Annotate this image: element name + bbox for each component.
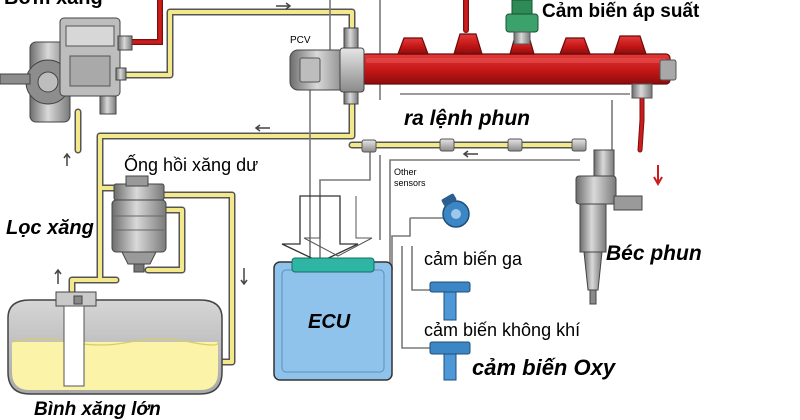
fuel-injector-icon <box>575 149 643 305</box>
filter-label: Lọc xăng <box>6 217 94 239</box>
fuel-filter-icon <box>111 175 167 273</box>
high-pressure-lines <box>127 0 645 181</box>
pressure-sensor-label: Cảm biến áp suất <box>542 1 700 22</box>
air-sensor-label: cảm biến không khí <box>424 320 581 340</box>
oxygen-sensor-icon <box>429 341 471 381</box>
other-sensors-label-line2: sensors <box>394 178 426 188</box>
ecu-label: ECU <box>308 311 351 333</box>
pcv-label: PCV <box>290 35 311 46</box>
high-pressure-pump-icon <box>0 17 133 123</box>
throttle-sensor-icon <box>441 193 470 228</box>
return-fuel-label: Ống hồi xăng dư <box>124 155 259 175</box>
injector-label: Béc phun <box>606 242 702 265</box>
flow-arrow-up-icon <box>54 268 62 284</box>
flow-arrow-left-icon <box>462 150 478 158</box>
flow-arrow-down-icon <box>653 165 663 187</box>
air-sensor-icon <box>429 281 471 321</box>
throttle-sensor-label: cảm biến ga <box>424 249 523 269</box>
pressure-sensor-icon <box>505 0 539 45</box>
flow-arrow-down-icon <box>240 268 248 286</box>
flow-arrow-left-icon <box>254 124 270 132</box>
flow-arrow-right-icon <box>276 2 292 10</box>
flow-arrow-up-icon <box>63 152 71 166</box>
ecu-icon <box>273 195 393 381</box>
injection-command-label: ra lệnh phun <box>404 107 530 130</box>
fuel-tank-icon <box>7 291 223 395</box>
common-rail-icon <box>361 33 677 99</box>
line-connectors <box>361 138 587 153</box>
other-sensors-label-line1: Other <box>394 167 417 177</box>
oxygen-sensor-label: cảm biến Oxy <box>472 355 616 380</box>
flow-arrows <box>54 2 478 286</box>
pressure-control-valve-icon <box>289 27 365 105</box>
fuel-lines <box>68 8 584 366</box>
tank-label: Bình xăng lớn <box>34 399 161 420</box>
pump-label: Bơm xăng <box>4 0 103 8</box>
